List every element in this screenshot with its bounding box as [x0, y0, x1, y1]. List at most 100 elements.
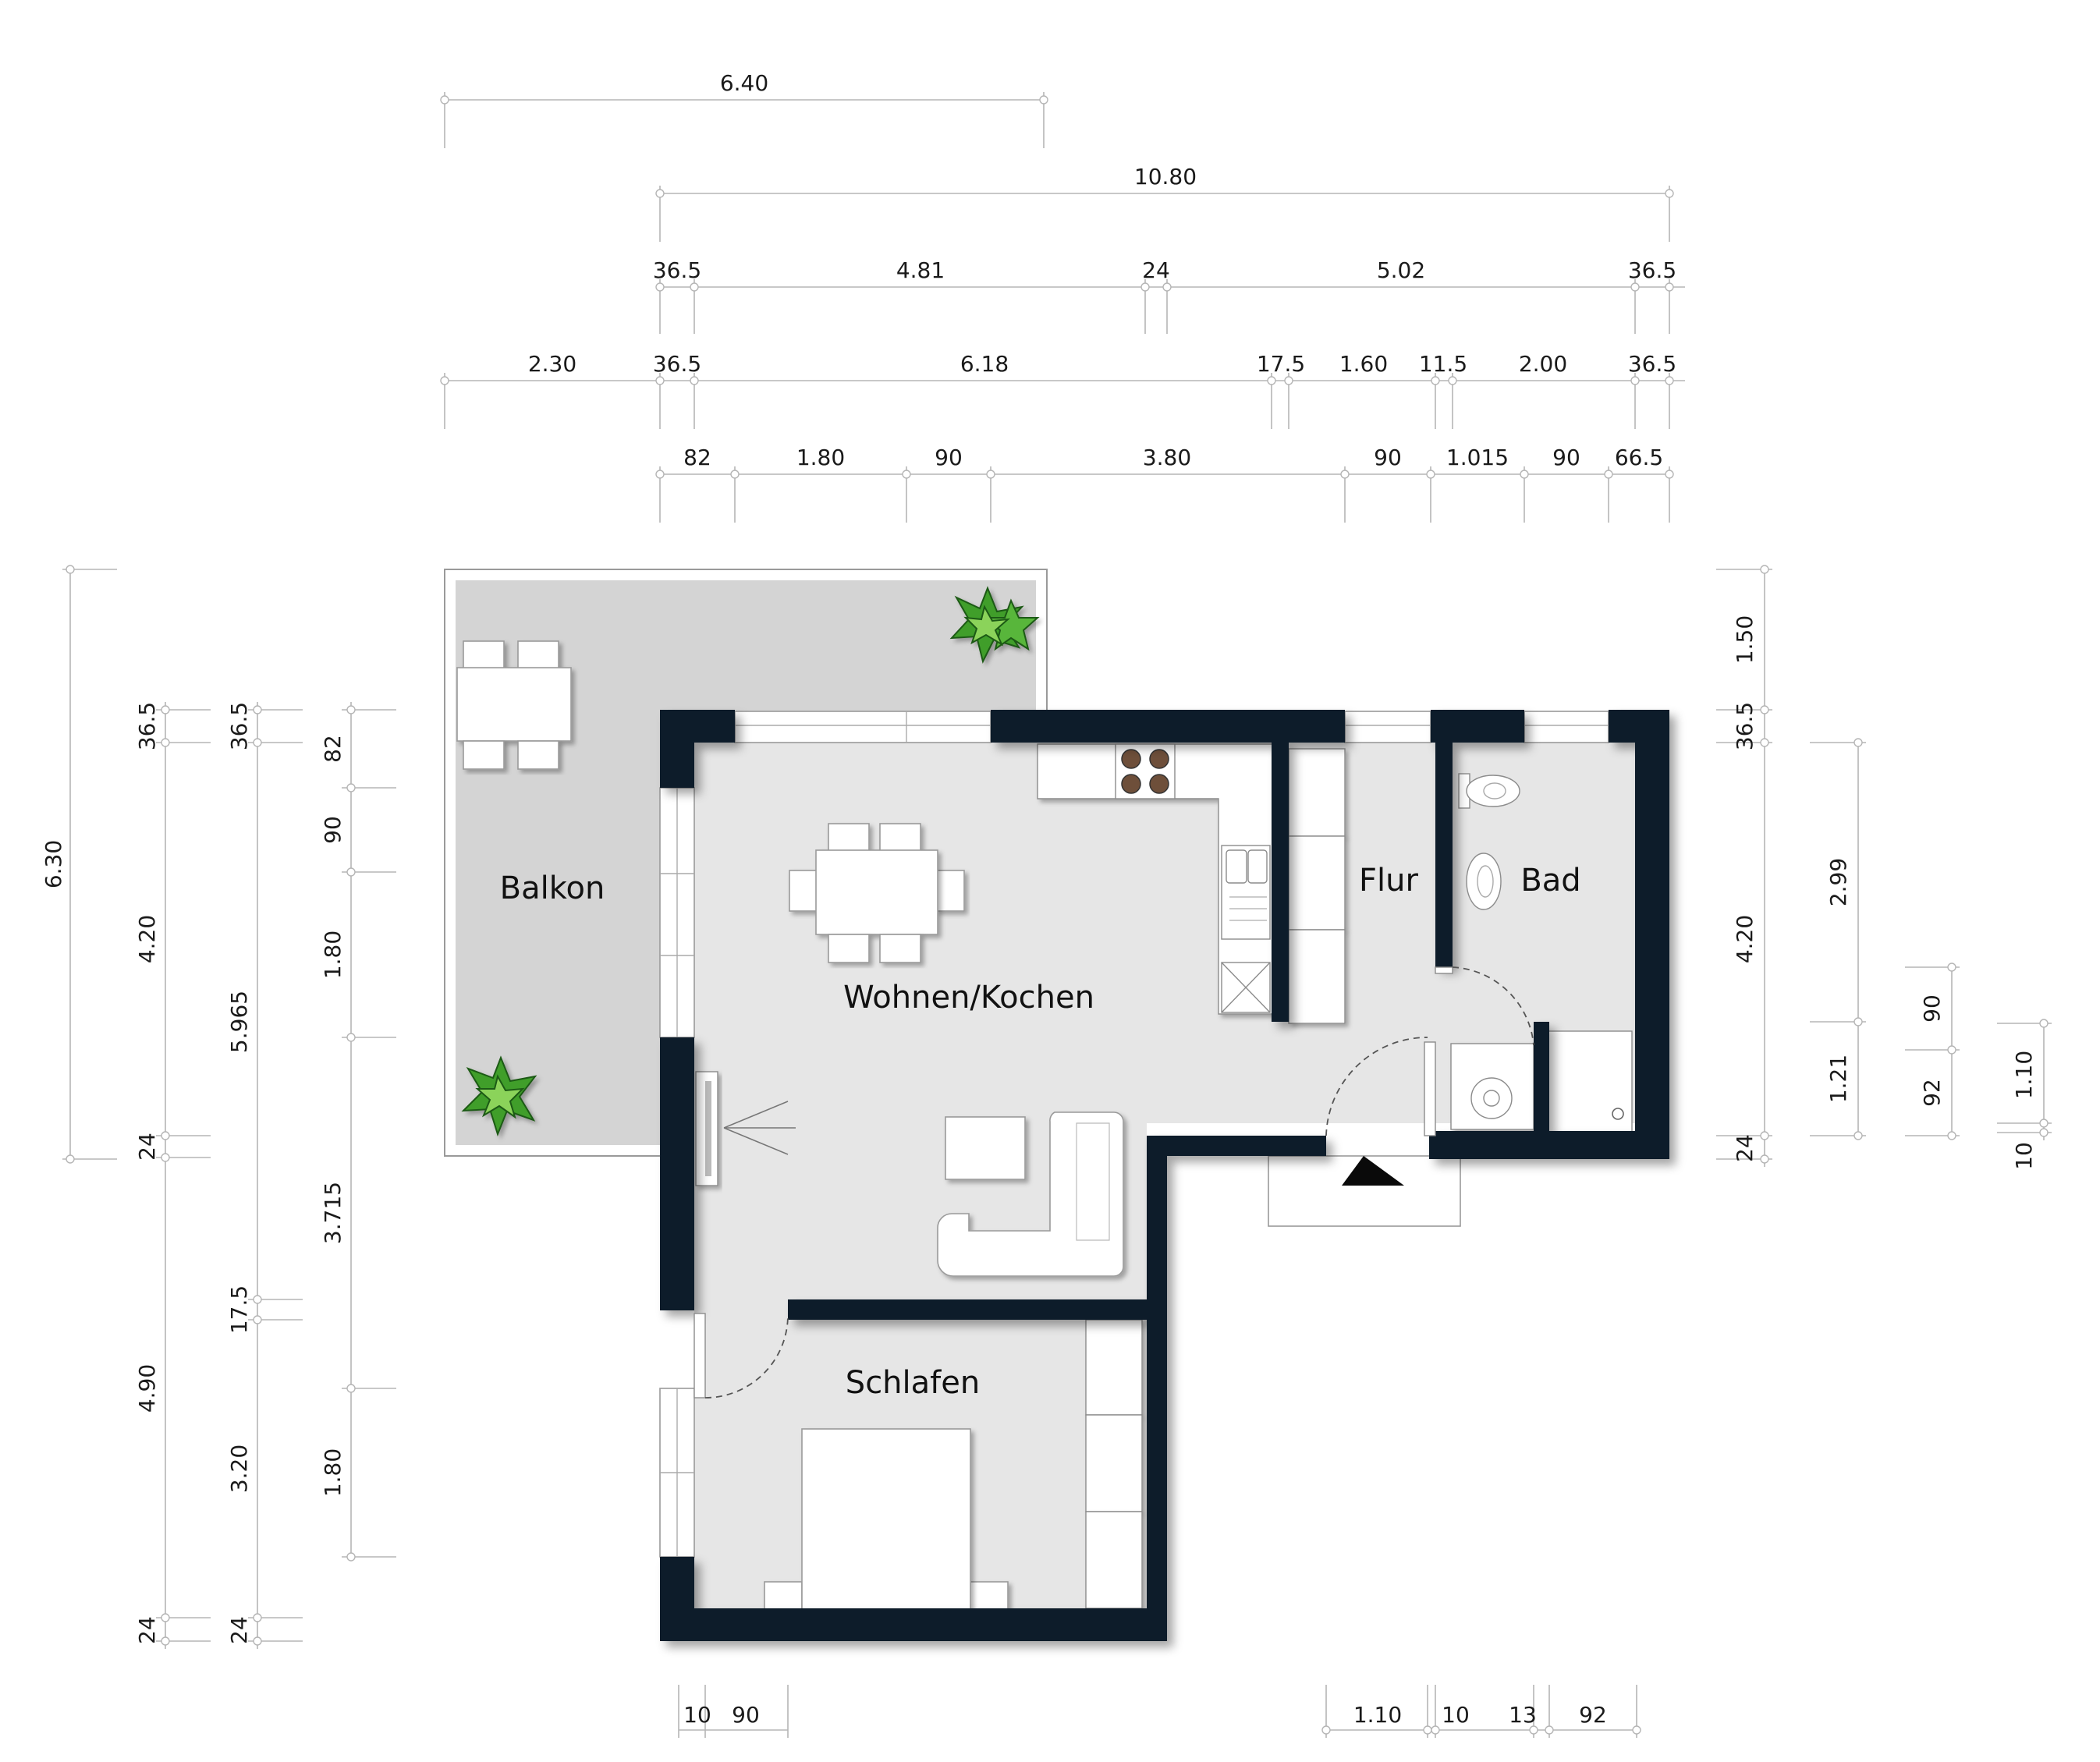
dimension-tick [1426, 470, 1435, 479]
dim-top-4-6: 2.00 [1519, 351, 1567, 377]
dim-top-4-5: 11.5 [1419, 351, 1467, 377]
dim-top-3-2: 24 [1142, 257, 1170, 283]
dimension-tick [1039, 95, 1048, 105]
dimension-tick [253, 1636, 262, 1646]
dim-top-5-6: 90 [1552, 445, 1580, 470]
dim-left-3-3: 3.20 [226, 1445, 252, 1493]
dining-table [789, 823, 965, 963]
dim-left-2-2: 24 [134, 1133, 160, 1161]
dim-bottom-right-0: 1.10 [1353, 1702, 1402, 1728]
dimension-tick [1665, 282, 1674, 292]
dimension-tick [1431, 376, 1440, 385]
dimension-tick [1760, 705, 1769, 714]
stove-icon [1115, 743, 1176, 799]
dim-top-3-1: 4.81 [896, 257, 945, 283]
dimension-tick [2039, 1128, 2049, 1137]
dim-top-5-5: 1.015 [1446, 445, 1509, 470]
dim-right-1-0: 1.50 [1732, 615, 1758, 664]
dim-top-5-2: 90 [935, 445, 963, 470]
dimension-tick [1140, 282, 1150, 292]
dimension-tick [346, 867, 356, 877]
dim-top-2-0: 10.80 [1134, 164, 1197, 190]
dim-right-4-1: 10 [2011, 1142, 2037, 1170]
dimension-lines-top: 6.40 10.80 36.5 4.81 24 5.02 36.5 2.30 3… [440, 70, 1685, 523]
dim-top-3-3: 5.02 [1377, 257, 1425, 283]
dimension-tick [1545, 1725, 1554, 1735]
dimension-tick [1853, 1131, 1863, 1140]
dim-bottom-right-3: 92 [1579, 1702, 1607, 1728]
dimension-tick [1760, 1131, 1769, 1140]
entrance-landing [1268, 1155, 1461, 1227]
dimension-tick [1665, 470, 1674, 479]
dimension-tick [253, 1315, 262, 1324]
dim-right-2-0: 2.99 [1825, 858, 1851, 906]
armchair [945, 1116, 1026, 1180]
room-label-wohnen: Wohnen/Kochen [843, 980, 1094, 1016]
room-label-schlafen: Schlafen [846, 1365, 980, 1401]
wardrobe [1085, 1319, 1143, 1609]
dimension-tick [253, 738, 262, 747]
dim-bottom-right-1: 10 [1442, 1702, 1470, 1728]
dimension-tick [1520, 470, 1529, 479]
fridge-icon [1221, 962, 1271, 1013]
dim-top-5-7: 66.5 [1615, 445, 1663, 470]
dimension-tick [253, 1295, 262, 1304]
dim-left-3-4: 24 [226, 1616, 252, 1644]
dim-left-4-2: 1.80 [320, 931, 346, 979]
dimension-lines-left: 6.30 36.5 4.20 24 4.90 24 36.5 5.965 17.… [41, 565, 396, 1649]
dimension-tick [1947, 1045, 1956, 1055]
dim-top-3-0: 36.5 [653, 257, 701, 283]
sink-icon [1221, 845, 1271, 940]
dimension-tick [440, 376, 449, 385]
dim-left-4-1: 90 [320, 816, 346, 844]
dimension-lines-bottom: 10 90 1.10 10 13 92 [678, 1685, 1641, 1738]
dimension-tick [161, 705, 170, 714]
washing-machine-icon [1450, 1043, 1534, 1130]
dim-top-4-0: 2.30 [528, 351, 576, 377]
double-bed [764, 1428, 1009, 1618]
hallway-wardrobe [1288, 748, 1346, 1024]
dim-top-5-0: 82 [683, 445, 711, 470]
dim-top-4-2: 6.18 [960, 351, 1009, 377]
dimension-tick [1448, 376, 1457, 385]
toilet-icon [1458, 773, 1520, 809]
dim-bottom-left-1: 90 [732, 1702, 760, 1728]
plant-icon [949, 586, 1040, 664]
dimension-tick [1632, 1725, 1641, 1735]
dimension-tick [655, 189, 665, 198]
dimension-tick [1321, 1725, 1331, 1735]
dimension-tick [1853, 738, 1863, 747]
dim-right-1-2: 4.20 [1732, 915, 1758, 963]
dimension-tick [902, 470, 911, 479]
dimension-tick [66, 1154, 75, 1164]
plant-icon [461, 1055, 537, 1136]
dimension-tick [2039, 1019, 2049, 1028]
dim-top-4-7: 36.5 [1628, 351, 1676, 377]
tv-unit [695, 1071, 796, 1186]
dimension-tick [655, 376, 665, 385]
dim-bottom-left-0: 10 [683, 1702, 711, 1728]
dimension-tick [690, 282, 699, 292]
dim-left-4-3: 3.715 [320, 1182, 346, 1244]
dimension-lines-right: 1.50 36.5 4.20 24 2.99 1.21 90 92 1.10 1… [1716, 565, 2052, 1170]
dimension-tick [161, 1131, 170, 1140]
room-label-bad: Bad [1520, 863, 1580, 899]
dim-left-3-1: 5.965 [226, 991, 252, 1053]
dim-top-5-3: 3.80 [1143, 445, 1191, 470]
dim-top-5-1: 1.80 [796, 445, 845, 470]
sofa [937, 1111, 1124, 1277]
dim-left-2-4: 24 [134, 1616, 160, 1644]
entrance-arrow-icon [1342, 1156, 1404, 1186]
dimension-tick [1267, 376, 1276, 385]
dim-right-4-0: 1.10 [2011, 1051, 2037, 1099]
dim-left-1-0: 6.30 [41, 840, 66, 888]
dim-right-1-1: 36.5 [1732, 702, 1758, 750]
room-label-balkon: Balkon [500, 870, 605, 906]
dimension-tick [1947, 963, 1956, 972]
dimension-tick [1423, 1725, 1432, 1735]
dimension-tick [1630, 376, 1640, 385]
dimension-tick [2039, 1119, 2049, 1128]
dimension-tick [346, 1033, 356, 1042]
balcony-table [456, 640, 572, 770]
dim-top-3-4: 36.5 [1628, 257, 1676, 283]
